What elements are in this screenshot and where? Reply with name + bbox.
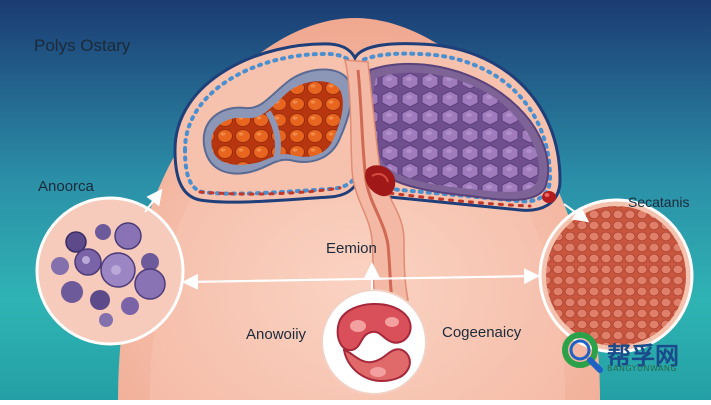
- left-cell-label: Anoorca: [38, 178, 94, 195]
- watermark-cn: 帮孚网: [607, 342, 679, 370]
- bottom-right-label: Cogeenaicy: [442, 324, 522, 341]
- diagram-title: Polys Ostary: [34, 36, 131, 55]
- center-label: Eemion: [326, 240, 377, 257]
- right-cell-circle: [538, 198, 694, 354]
- bottom-left-label: Anowoiiy: [246, 326, 307, 343]
- right-cell-label: Secatanis: [628, 194, 690, 210]
- left-cell-circle: [35, 196, 185, 346]
- watermark-en: BANGYUNWANG: [607, 364, 678, 373]
- knot: [365, 165, 396, 197]
- bottom-cell-circle: [321, 289, 427, 395]
- magnifier-logo-icon: [562, 332, 603, 373]
- connector-arrows: [144, 188, 590, 290]
